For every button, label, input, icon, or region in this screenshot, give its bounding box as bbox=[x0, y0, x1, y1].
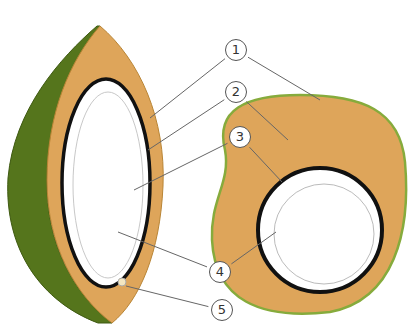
leader-line bbox=[134, 143, 228, 190]
leader-line bbox=[248, 57, 320, 100]
leader-line bbox=[150, 59, 225, 118]
hollow bbox=[73, 92, 143, 278]
callout-number: 2 bbox=[225, 81, 247, 103]
callout-number: 1 bbox=[225, 39, 247, 61]
cross-section bbox=[212, 95, 406, 314]
callout-number: 3 bbox=[229, 126, 251, 148]
mesocarp-face bbox=[47, 26, 163, 323]
hollow-ring bbox=[274, 184, 374, 284]
germination-pore bbox=[118, 278, 126, 286]
callout-number: 4 bbox=[209, 261, 231, 283]
shell-ring bbox=[258, 168, 382, 292]
leader-line bbox=[246, 102, 288, 141]
leader-line bbox=[126, 286, 208, 307]
leader-line bbox=[250, 147, 283, 182]
leader-line bbox=[231, 232, 276, 264]
callout-number: 5 bbox=[211, 299, 233, 321]
leader-line bbox=[118, 232, 207, 267]
shell bbox=[62, 79, 150, 287]
leader-lines bbox=[118, 57, 320, 306]
leader-line bbox=[148, 100, 224, 150]
